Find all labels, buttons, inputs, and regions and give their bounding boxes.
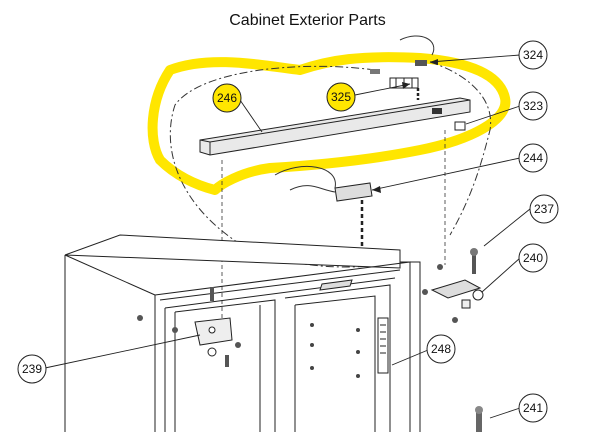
wire-path-2	[429, 61, 492, 236]
bracket-part	[274, 165, 373, 202]
callout-244: 244	[518, 143, 548, 173]
diagram-title: Cabinet Exterior Parts	[229, 12, 386, 29]
svg-text:237: 237	[534, 202, 554, 216]
end-cap-part	[454, 121, 466, 131]
svg-text:248: 248	[431, 342, 451, 356]
wire-path	[169, 65, 401, 268]
svg-text:325: 325	[331, 90, 351, 104]
svg-text:239: 239	[22, 362, 42, 376]
cabinet-body	[64, 234, 458, 432]
wire-path-3	[399, 35, 435, 56]
callout-237: 237	[529, 194, 559, 224]
svg-text:323: 323	[523, 99, 543, 113]
hinge-part	[430, 248, 484, 309]
svg-text:324: 324	[523, 48, 543, 62]
callout-246: 246	[212, 83, 242, 113]
callout-240: 240	[518, 243, 548, 273]
callout-241: 241	[518, 393, 548, 423]
connector-part	[370, 60, 427, 74]
callout-325: 325	[326, 82, 356, 112]
callout-323: 323	[518, 91, 548, 121]
svg-text:241: 241	[523, 401, 543, 415]
callout-248: 248	[426, 334, 456, 364]
svg-text:246: 246	[217, 91, 237, 105]
callout-239: 239	[17, 354, 47, 384]
light-bar	[199, 97, 471, 156]
callout-324: 324	[518, 40, 548, 70]
bottom-hinge-part	[475, 406, 483, 432]
svg-text:244: 244	[523, 151, 543, 165]
svg-text:240: 240	[523, 251, 543, 265]
highlight-loop	[147, 52, 511, 195]
